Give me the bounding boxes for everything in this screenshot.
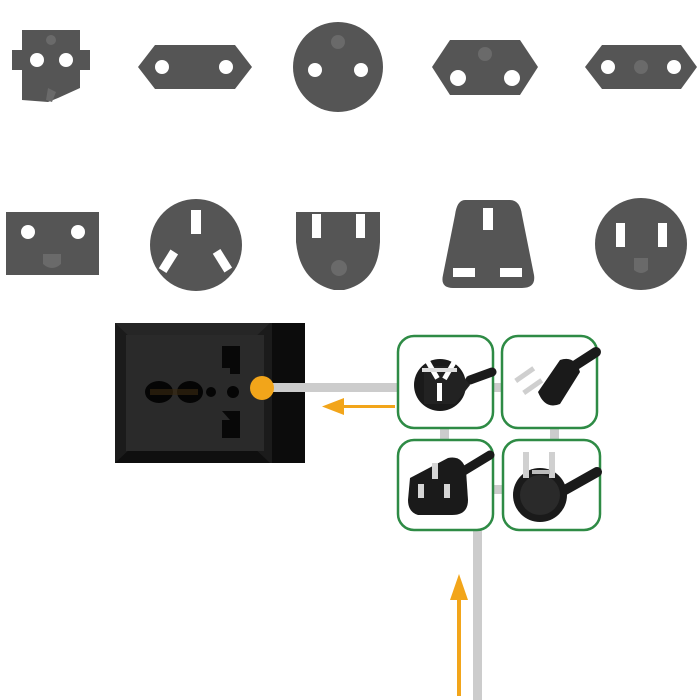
nema-rounded-socket-icon — [595, 198, 687, 290]
arrow-up-icon — [450, 574, 468, 696]
plug-tile-australian — [396, 334, 497, 430]
uk-plug-icon — [408, 450, 495, 515]
australian-plug-icon — [414, 359, 497, 411]
arrow-left-icon — [322, 398, 395, 415]
two-pin-flat-socket-icon — [138, 45, 252, 89]
round-three-pin-socket-icon — [293, 22, 383, 112]
plug-tile-schuko — [501, 438, 602, 532]
three-pin-inline-socket-icon — [585, 45, 697, 89]
socket-row-2 — [6, 198, 687, 291]
universal-socket-icon — [145, 346, 240, 438]
nema-socket-icon — [296, 212, 380, 290]
plug-tile-uk — [396, 438, 495, 532]
universal-outlet-panel — [115, 323, 305, 463]
schuko-socket-icon — [12, 30, 90, 102]
connection-dot — [250, 376, 274, 400]
socket-row-1 — [12, 22, 697, 112]
uk-bs1363-socket-icon — [442, 200, 535, 288]
hexagonal-three-pin-socket-icon — [432, 40, 538, 95]
plug-tile-us — [500, 334, 601, 430]
us-two-pin-plug-icon — [514, 347, 601, 406]
square-two-pin-earth-socket-icon — [6, 212, 99, 275]
australian-socket-icon — [150, 199, 242, 291]
schuko-plug-icon — [513, 452, 602, 522]
connector-lines — [262, 383, 559, 700]
